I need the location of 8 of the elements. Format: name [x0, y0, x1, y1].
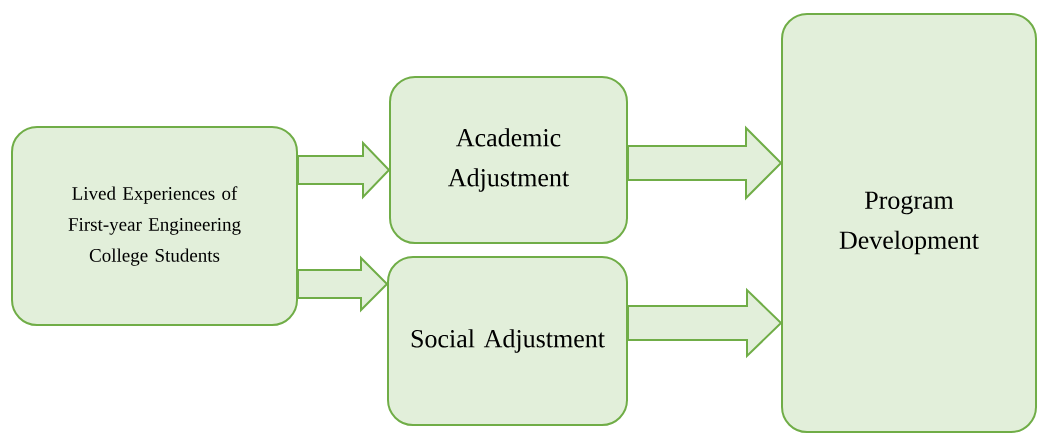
process-box: Academic Adjustment: [389, 76, 628, 244]
block-arrow: [297, 255, 389, 313]
process-box: Program Development: [781, 13, 1037, 433]
process-box: Lived Experiences of First-year Engineering College Students: [11, 126, 298, 326]
block-arrow: [627, 125, 783, 201]
block-arrow: [297, 140, 391, 200]
process-box: Social Adjustment: [387, 256, 628, 426]
block-arrow: [627, 287, 783, 359]
